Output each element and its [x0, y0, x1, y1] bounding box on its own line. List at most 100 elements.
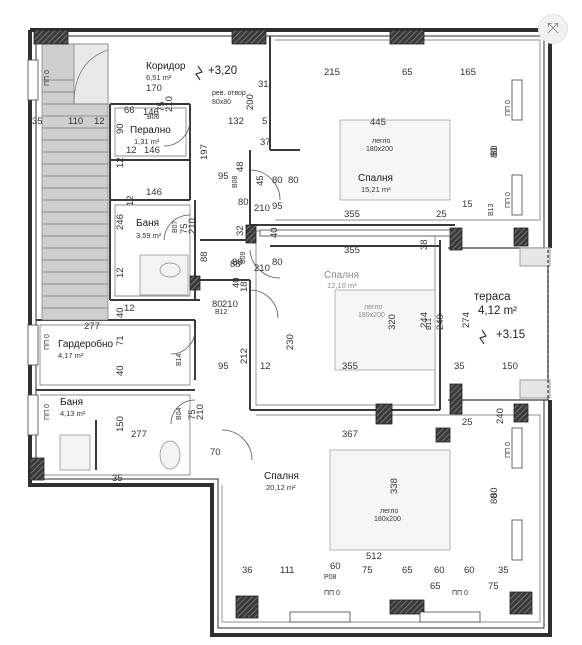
room-name-bedroom-1: Спалня [358, 173, 393, 184]
dimension: 25 [436, 209, 447, 220]
opening-size: 80x80 [212, 99, 232, 106]
bed-size-1: 180x200 [366, 146, 393, 153]
terrace-outline [448, 247, 551, 401]
dimension: 210 [164, 96, 175, 112]
door-tag: B04 [176, 407, 183, 420]
dimension: 95 [218, 171, 229, 182]
dimension: 230 [285, 334, 296, 350]
room-name-corridor: Коридор [146, 61, 186, 72]
window-tag: ПП 0 [505, 442, 512, 458]
dimension: 210 [187, 218, 198, 234]
dimension: 80 [288, 175, 299, 186]
bed-label-1: легло [372, 138, 391, 145]
dimension: 210 [222, 299, 238, 310]
dimension: 12 [260, 361, 271, 372]
dimension: 244 [419, 312, 430, 328]
dimension: 111 [280, 565, 295, 576]
level-markers [195, 65, 487, 345]
level-terrace: +3.15 [496, 329, 526, 341]
dimension: 75 [362, 565, 373, 576]
dimension: 95 [218, 361, 229, 372]
dimension: 246 [115, 214, 126, 230]
dimension: 146 [144, 145, 160, 156]
window-tag: ПП 0 [324, 590, 340, 597]
dimension: 512 [366, 551, 382, 562]
bed-label-3: легло [380, 508, 399, 515]
windows [27, 59, 523, 623]
room-name-bath-1: Баня [136, 218, 160, 229]
dimension: 355 [344, 245, 360, 256]
expand-icon[interactable]: ⤧ [538, 14, 568, 44]
bed-size-2: 180x200 [358, 312, 385, 319]
interior-walls [36, 36, 455, 470]
doors [163, 119, 281, 461]
bed-label-2: легло [364, 304, 383, 311]
dimension: 75 [488, 581, 499, 592]
door-tag: B14 [176, 353, 183, 366]
dimension: 170 [146, 83, 162, 94]
dimension: 66 [124, 105, 135, 116]
dimension: 45 [255, 175, 266, 186]
dimension: 80 [489, 147, 500, 158]
room-area-bath-2: 4,13 m² [60, 409, 86, 418]
dimension: 240 [435, 314, 446, 330]
room-name-wardrobe: Гардеробно [58, 339, 114, 350]
room-area-bedroom-3: 20,12 m² [266, 483, 296, 492]
dimension: 95 [272, 201, 283, 212]
room-name-bedroom-2: Спалня [324, 270, 359, 281]
window-tag: ПП 0 [44, 404, 51, 420]
door-tag: B13 [488, 203, 495, 216]
room-area-terrace: 4,12 m² [478, 305, 517, 317]
window-tag: ПП 0 [452, 590, 468, 597]
staircase [41, 43, 109, 321]
dimension: 37 [260, 137, 271, 148]
dimension: 355 [342, 361, 358, 372]
dimension: 40 [231, 277, 242, 288]
dimension: 71 [115, 335, 126, 346]
room-area-bath-1: 3,59 m² [136, 231, 162, 240]
dimension: 35 [498, 565, 509, 576]
level-corridor: +3,20 [208, 65, 238, 77]
dimension: 25 [462, 417, 473, 428]
dimension: 240 [495, 408, 506, 424]
dimension: 355 [344, 209, 360, 220]
dimension: 110 [68, 116, 84, 127]
room-name-laundry: Перално [130, 125, 171, 136]
dimension: 200 [245, 94, 256, 110]
dimension: 65 [402, 67, 413, 78]
window-tag: ПП 0 [505, 100, 512, 116]
dimension: 70 [210, 447, 221, 458]
structural-columns [29, 29, 533, 619]
dimension: 12 [94, 116, 105, 127]
room-area-corridor: 6,51 m² [146, 73, 172, 82]
dimension: 210 [195, 404, 206, 420]
dimension: 80 [212, 299, 223, 310]
dimension: 277 [131, 429, 147, 440]
room-area-bedroom-1: 15,21 m² [361, 185, 391, 194]
dimension: 60 [434, 565, 445, 576]
room-name-bedroom-3: Спалня [264, 471, 299, 482]
dimension: 65 [402, 565, 413, 576]
dimension: 80 [238, 197, 249, 208]
dimension: 12 [115, 267, 126, 278]
dimension: 338 [389, 478, 400, 494]
dimension: 320 [387, 314, 398, 330]
dimension: 150 [502, 361, 518, 372]
window-tag: ПП 0 [505, 192, 512, 208]
dimension: 90 [115, 123, 126, 134]
dimension: 80 [272, 175, 283, 186]
dimension: 80 [489, 493, 500, 504]
room-area-wardrobe: 4,17 m² [58, 351, 84, 360]
fixtures [59, 254, 189, 471]
dimension: 40 [269, 227, 280, 238]
dimension: 12 [125, 195, 136, 206]
dimension: 80 [272, 257, 283, 268]
dimension: 35 [454, 361, 465, 372]
window-tag: ПП 0 [44, 334, 51, 350]
room-name-bath-2: Баня [60, 397, 84, 408]
dimension: 5 [262, 116, 268, 127]
dimension: 32 [235, 225, 246, 236]
opening-note: рев. отвор [212, 90, 246, 97]
door-tag: B07 [172, 220, 179, 233]
